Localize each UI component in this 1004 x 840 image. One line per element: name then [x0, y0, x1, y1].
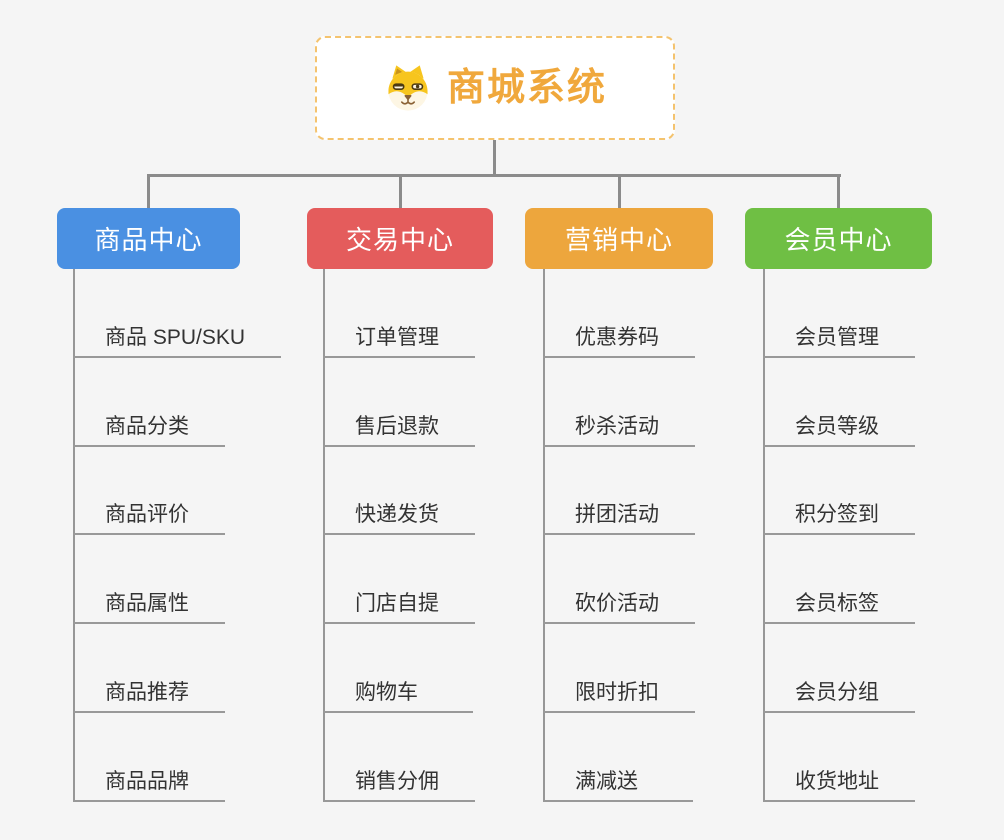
- connector-root-stub: [493, 140, 496, 176]
- leaf-topic[interactable]: 门店自提: [323, 582, 475, 624]
- branch-node-product[interactable]: 商品中心: [57, 208, 240, 269]
- leaf-topic[interactable]: 商品属性: [73, 582, 225, 624]
- leaf-topic[interactable]: 销售分佣: [323, 760, 475, 802]
- connector-spine-branch-4: [763, 269, 765, 802]
- leaf-topic[interactable]: 售后退款: [323, 405, 475, 447]
- leaf-topic[interactable]: 拼团活动: [543, 493, 695, 535]
- connector-stub-branch-1: [147, 176, 150, 208]
- leaf-topic[interactable]: 商品品牌: [73, 760, 225, 802]
- connector-spine-branch-1: [73, 269, 75, 802]
- connector-stub-branch-4: [837, 176, 840, 208]
- leaf-topic[interactable]: 积分签到: [763, 493, 915, 535]
- connector-bus: [147, 174, 841, 177]
- leaf-topic[interactable]: 砍价活动: [543, 582, 695, 624]
- leaf-topic[interactable]: 快递发货: [323, 493, 475, 535]
- connector-stub-branch-2: [399, 176, 402, 208]
- leaf-topic[interactable]: 商品推荐: [73, 671, 225, 713]
- branch-node-trade[interactable]: 交易中心: [307, 208, 493, 269]
- connector-stub-branch-3: [618, 176, 621, 208]
- leaf-topic[interactable]: 满减送: [543, 760, 693, 802]
- leaf-topic[interactable]: 购物车: [323, 671, 473, 713]
- shiba-dog-icon: [388, 65, 428, 111]
- leaf-topic[interactable]: 商品 SPU/SKU: [73, 316, 282, 358]
- leaf-topic[interactable]: 收货地址: [763, 760, 915, 802]
- root-title: 商城系统: [446, 67, 607, 109]
- branch-node-marketing[interactable]: 营销中心: [525, 208, 713, 269]
- root-node[interactable]: 商城系统: [315, 36, 675, 140]
- leaf-topic[interactable]: 优惠券码: [543, 316, 695, 358]
- leaf-topic[interactable]: 商品分类: [73, 405, 225, 447]
- connector-spine-branch-2: [323, 269, 325, 802]
- branch-node-member[interactable]: 会员中心: [745, 208, 932, 269]
- leaf-topic[interactable]: 会员标签: [763, 582, 915, 624]
- leaf-topic[interactable]: 商品评价: [73, 493, 225, 535]
- connector-spine-branch-3: [543, 269, 545, 802]
- leaf-topic[interactable]: 限时折扣: [543, 671, 695, 713]
- leaf-topic[interactable]: 订单管理: [323, 316, 475, 358]
- leaf-topic[interactable]: 会员分组: [763, 671, 915, 713]
- leaf-topic[interactable]: 秒杀活动: [543, 405, 695, 447]
- leaf-topic[interactable]: 会员管理: [763, 316, 915, 358]
- leaf-topic[interactable]: 会员等级: [763, 405, 915, 447]
